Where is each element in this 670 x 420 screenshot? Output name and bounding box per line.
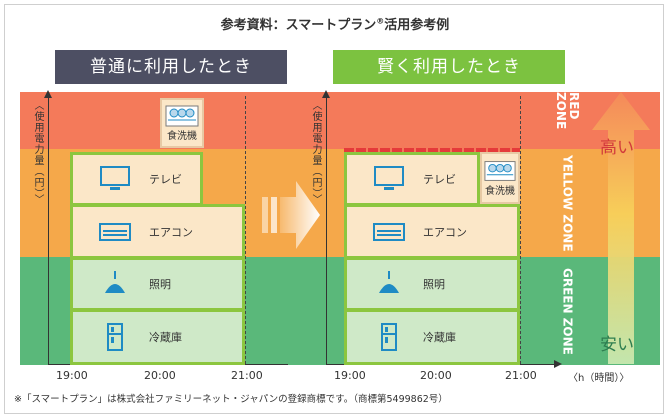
fridge-block-left: 冷蔵庫: [70, 309, 245, 365]
x-axis-arrow: [554, 360, 562, 368]
dishwasher-block-left: 食洗機: [160, 98, 204, 148]
fridge-icon: [97, 323, 133, 351]
y-axis-right-arrow: [322, 90, 330, 98]
lamp-icon: [371, 270, 407, 298]
x-axis-unit: 〈h（時間）〉: [568, 373, 630, 384]
aircon-block-left: エアコン: [70, 204, 245, 259]
y-axis-label-left: 〈使用電力量（円）〉: [32, 100, 43, 205]
dishwasher-label-left: 食洗機: [167, 130, 197, 142]
light-block-right: 照明: [344, 257, 520, 311]
fridge-label: 冷蔵庫: [149, 331, 182, 344]
dash-2100-right: [520, 96, 521, 364]
aircon-label: エアコン: [423, 225, 467, 239]
price-low-label: 安い: [600, 335, 634, 355]
aircon-block-right: エアコン: [344, 204, 520, 259]
dash-2100-left: [245, 96, 246, 364]
tv-icon: [97, 165, 133, 193]
lamp-icon: [97, 270, 133, 298]
light-label: 照明: [149, 278, 171, 291]
y-axis-right: [326, 96, 327, 364]
light-label: 照明: [423, 278, 445, 291]
y-axis-left-arrow: [44, 90, 52, 98]
normal-use-header: 普通に利用したとき: [55, 50, 287, 84]
green-zone-label: GREEN ZONE: [560, 267, 575, 355]
smart-use-header: 賢く利用したとき: [333, 50, 565, 84]
dishwasher-block-right: 食洗機: [480, 152, 520, 204]
tick-2000-left: 20:00: [144, 369, 176, 382]
light-block-left: 照明: [70, 257, 245, 311]
tv-label: テレビ: [423, 173, 456, 186]
aircon-icon: [371, 218, 407, 246]
red-zone-band: [20, 92, 582, 149]
footnote: ※「スマートプラン」は株式会社ファミリーネット・ジャパンの登録商標です。（商標第…: [14, 394, 448, 405]
peak-limit-line: [344, 148, 520, 152]
transition-arrow-icon: [262, 181, 320, 249]
tv-icon: [371, 165, 407, 193]
price-arrow-icon: [592, 92, 650, 364]
tick-2000-right: 20:00: [420, 369, 452, 382]
tv-label: テレビ: [149, 173, 182, 186]
dishwasher-label-right: 食洗機: [485, 185, 515, 197]
y-axis-left: [48, 96, 49, 364]
dishwasher-icon: [165, 105, 199, 126]
red-zone-label: RED ZONE: [554, 92, 581, 130]
tick-1900-left: 19:00: [56, 369, 88, 382]
tick-1900-right: 19:00: [334, 369, 366, 382]
aircon-label: エアコン: [149, 225, 193, 239]
tick-2100-left: 21:00: [231, 369, 263, 382]
price-high-label: 高い: [600, 138, 634, 158]
page-title: 参考資料：スマートプラン®活用参考例: [220, 16, 450, 33]
fridge-label: 冷蔵庫: [423, 331, 456, 344]
fridge-block-right: 冷蔵庫: [344, 309, 520, 365]
y-axis-label-right: 〈使用電力量（円）〉: [310, 100, 321, 205]
tv-block-left: テレビ: [70, 152, 203, 206]
tv-block-right: テレビ: [344, 152, 480, 206]
dishwasher-icon: [484, 160, 516, 181]
fridge-icon: [371, 323, 407, 351]
aircon-icon: [97, 218, 133, 246]
tick-2100-right: 21:00: [505, 369, 537, 382]
yellow-zone-label: YELLOW ZONE: [560, 154, 575, 252]
